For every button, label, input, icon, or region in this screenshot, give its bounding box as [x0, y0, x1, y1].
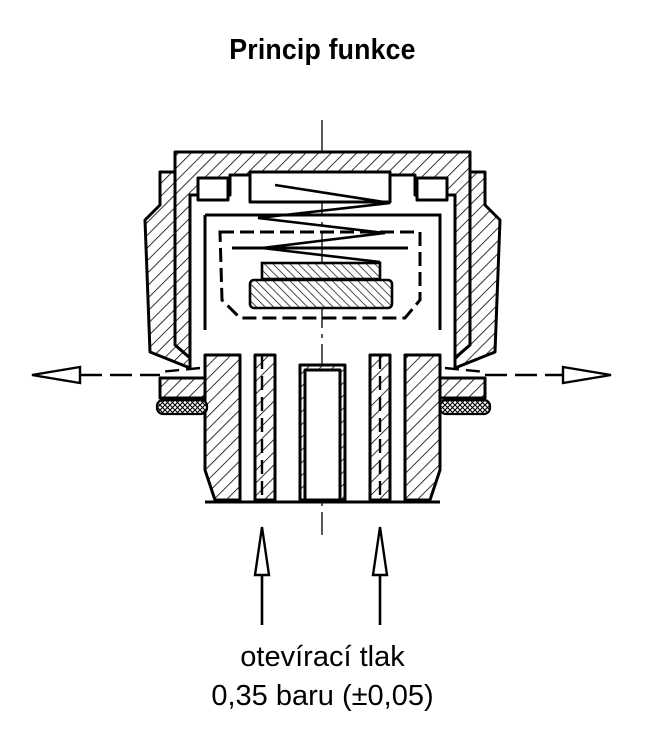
diagram-title: Princip funkce: [229, 34, 416, 66]
valve-connector: [158, 353, 487, 504]
pressure-value-label: 0,35 baru (±0,05): [211, 680, 434, 712]
arrow-left-icon: [31, 365, 160, 385]
arrow-right-icon: [485, 365, 612, 385]
gasket: [155, 398, 492, 416]
arrow-up-icon: [253, 526, 271, 625]
flow-channels: [159, 355, 486, 500]
valve-disc: [248, 261, 394, 310]
opening-pressure-label: otevírací tlak: [240, 641, 405, 673]
valve-cap: [143, 150, 502, 370]
arrow-up-icon: [371, 526, 389, 625]
